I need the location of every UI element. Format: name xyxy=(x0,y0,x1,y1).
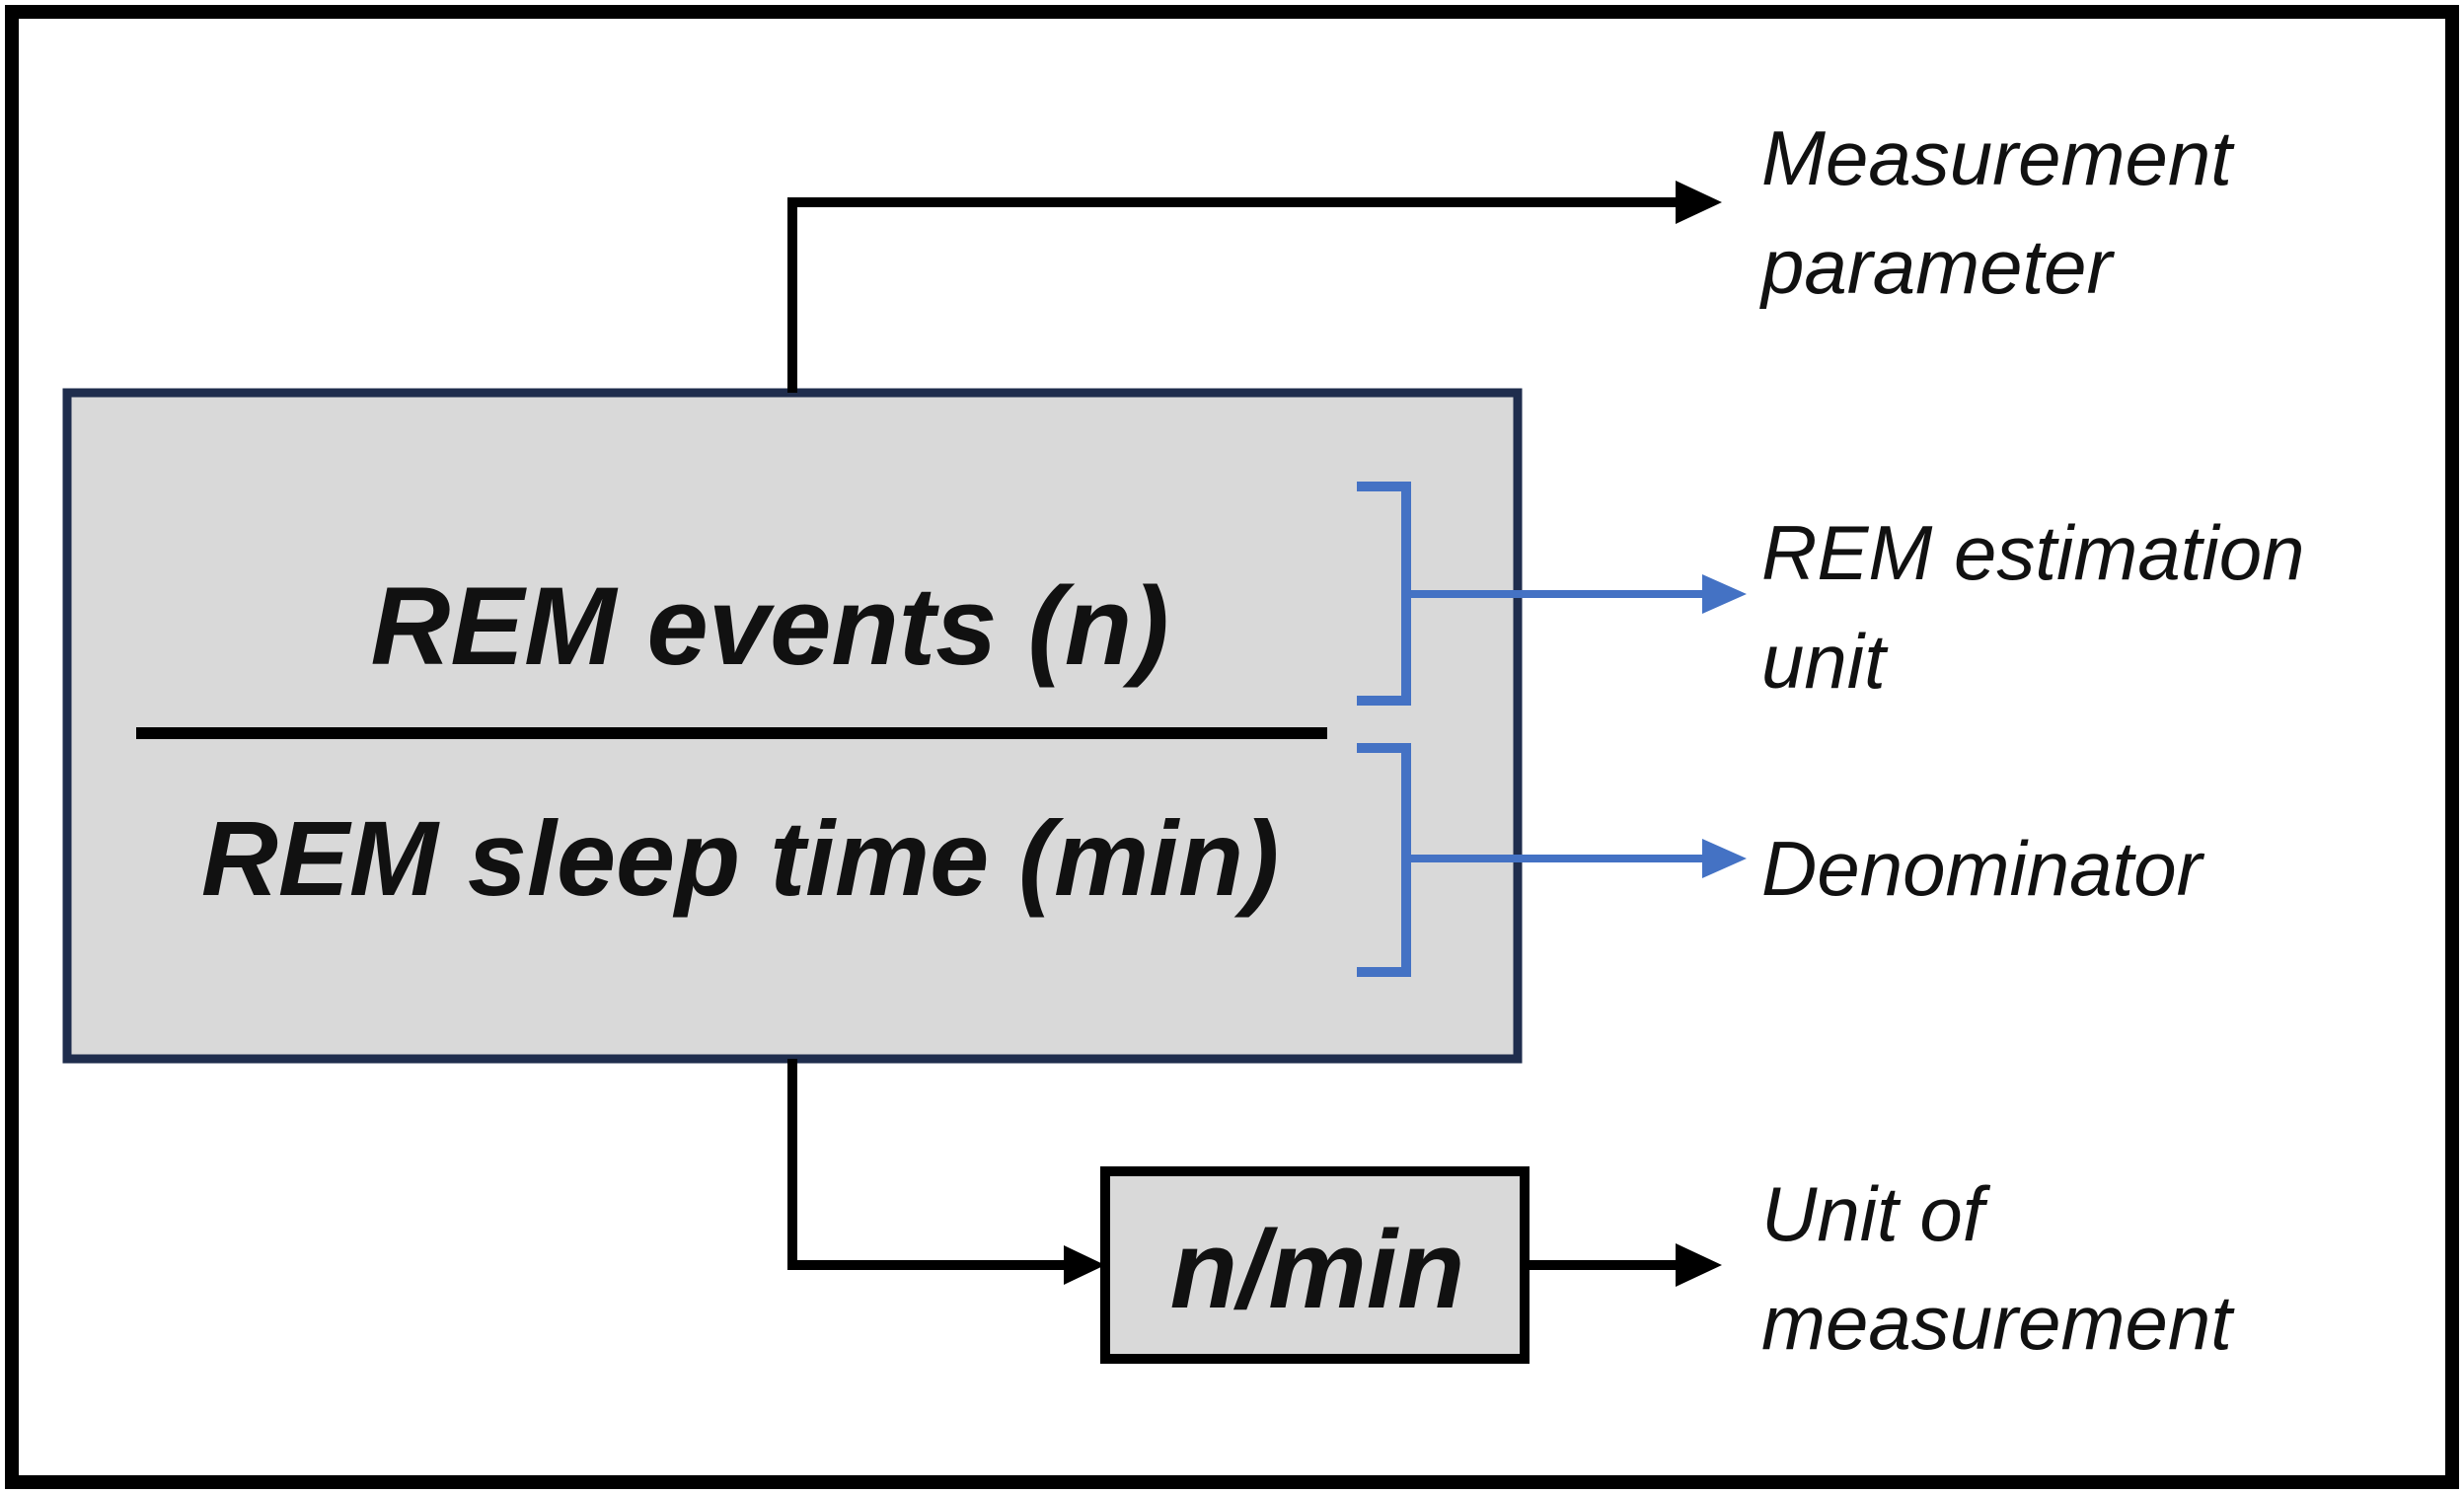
result-arrow xyxy=(787,1059,1081,1270)
rem-estimation-arrowhead xyxy=(1702,574,1747,614)
formula-numerator: REM events (n) xyxy=(370,564,1169,688)
denominator-arrowhead xyxy=(1702,839,1747,878)
unit-arrowhead xyxy=(1676,1243,1722,1287)
outer-frame xyxy=(5,5,2459,1489)
unit-of-measurement-label-line1: Unit of xyxy=(1761,1170,1984,1257)
denominator-label: Denominator xyxy=(1761,825,2203,912)
formula-result: n/min xyxy=(1169,1208,1465,1331)
rem-estimation-unit-label-line1: REM estimation xyxy=(1761,509,2305,596)
formula-box xyxy=(62,388,1523,1064)
measurement-parameter-label-line2: parameter xyxy=(1761,223,2113,310)
rem-estimation-unit-label-line2: unit xyxy=(1761,618,1886,705)
unit-of-measurement-label-line2: measurement xyxy=(1761,1279,2232,1366)
result-arrowhead xyxy=(1064,1245,1105,1285)
measurement-parameter-arrowhead xyxy=(1676,181,1722,224)
formula-denominator: REM sleep time (min) xyxy=(200,798,1280,918)
measurement-parameter-arrow xyxy=(787,197,1697,393)
measurement-parameter-label-line1: Measurement xyxy=(1761,114,2232,201)
